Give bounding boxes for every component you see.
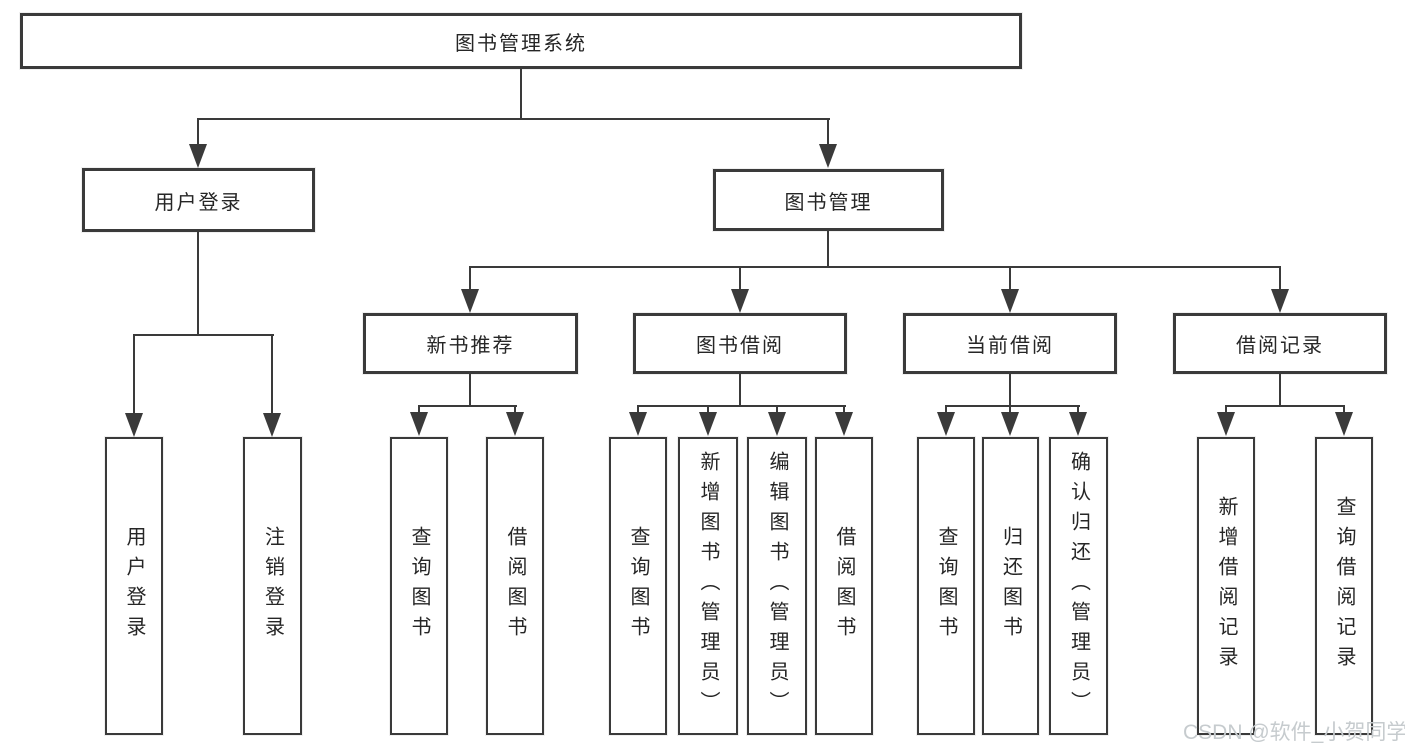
connector-line <box>1225 405 1345 407</box>
arrowhead-down-icon <box>768 412 786 436</box>
connector-line <box>1279 374 1281 407</box>
connector-line <box>776 407 778 415</box>
node-current-borrowing: 当前借阅 <box>903 313 1117 374</box>
connector-line <box>197 120 199 148</box>
node-borrowing-records-label: 借阅记录 <box>1236 335 1324 357</box>
arrowhead-down-icon <box>629 412 647 436</box>
leaf-query-books-recommend: 查询图书 <box>390 437 448 735</box>
connector-line <box>1279 268 1281 290</box>
leaf-query-books-current-label: 查询图书 <box>935 526 957 646</box>
arrowhead-down-icon <box>1001 289 1019 313</box>
connector-line <box>1225 407 1227 415</box>
connector-line <box>945 405 1080 407</box>
connector-line <box>1343 407 1345 415</box>
node-new-book-recommend: 新书推荐 <box>363 313 578 374</box>
arrowhead-down-icon <box>1001 412 1019 436</box>
leaf-borrow-books-label: 借阅图书 <box>833 526 855 646</box>
arrowhead-down-icon <box>937 412 955 436</box>
csdn-watermark: CSDN @软件_小贺同学 <box>1183 721 1405 744</box>
arrowhead-down-icon <box>410 412 428 436</box>
connector-line <box>1009 374 1011 407</box>
leaf-query-books-borrowing: 查询图书 <box>609 437 667 735</box>
leaf-query-borrow-record-label: 查询借阅记录 <box>1333 496 1355 676</box>
connector-line <box>739 268 741 290</box>
node-book-management-label: 图书管理 <box>784 191 873 214</box>
node-book-borrowing: 图书借阅 <box>633 313 847 374</box>
leaf-query-borrow-record: 查询借阅记录 <box>1315 437 1373 735</box>
leaf-add-borrow-record-label: 新增借阅记录 <box>1215 496 1237 676</box>
connector-line <box>739 374 741 407</box>
node-current-borrowing-label: 当前借阅 <box>966 335 1054 357</box>
node-new-book-recommend-label: 新书推荐 <box>426 335 515 357</box>
leaf-logout-label: 注销登录 <box>261 526 284 646</box>
arrowhead-down-icon <box>835 412 853 436</box>
leaf-add-books-admin-label: 新增图书（管理员） <box>697 451 719 721</box>
connector-line <box>637 405 846 407</box>
connector-line <box>1009 407 1011 415</box>
connector-line <box>1009 268 1011 290</box>
connector-line <box>945 407 947 415</box>
leaf-return-books-label: 归还图书 <box>999 526 1022 646</box>
arrowhead-down-icon <box>1217 412 1235 436</box>
leaf-query-books-current: 查询图书 <box>917 437 975 735</box>
leaf-logout: 注销登录 <box>243 437 302 735</box>
leaf-user-login: 用户登录 <box>105 437 163 735</box>
connector-line <box>707 407 709 415</box>
connector-line <box>197 118 830 120</box>
connector-line <box>133 334 274 336</box>
leaf-borrow-books-recommend-label: 借阅图书 <box>504 526 526 646</box>
leaf-confirm-return-admin: 确认归还（管理员） <box>1049 437 1108 735</box>
connector-line <box>1077 407 1079 415</box>
arrowhead-down-icon <box>189 144 207 168</box>
arrowhead-down-icon <box>819 144 837 168</box>
connector-line <box>133 336 135 416</box>
leaf-query-books-recommend-label: 查询图书 <box>408 526 430 646</box>
connector-line <box>827 231 829 268</box>
arrowhead-down-icon <box>699 412 717 436</box>
arrowhead-down-icon <box>731 289 749 313</box>
leaf-query-books-borrowing-label: 查询图书 <box>627 526 649 646</box>
leaf-edit-books-admin-label: 编辑图书（管理员） <box>766 451 788 721</box>
leaf-add-books-admin: 新增图书（管理员） <box>678 437 738 735</box>
leaf-add-borrow-record: 新增借阅记录 <box>1197 437 1255 735</box>
arrowhead-down-icon <box>1335 412 1353 436</box>
connector-line <box>271 336 273 416</box>
node-user-login-label: 用户登录 <box>154 191 243 214</box>
connector-line <box>469 268 471 290</box>
leaf-confirm-return-admin-label: 确认归还（管理员） <box>1067 451 1090 721</box>
arrowhead-down-icon <box>263 413 281 437</box>
node-book-borrowing-label: 图书借阅 <box>696 335 784 357</box>
node-user-login: 用户登录 <box>82 168 315 232</box>
leaf-borrow-books-recommend: 借阅图书 <box>486 437 544 735</box>
leaf-edit-books-admin: 编辑图书（管理员） <box>747 437 807 735</box>
arrowhead-down-icon <box>506 412 524 436</box>
connector-line <box>418 405 517 407</box>
node-root-label: 图书管理系统 <box>455 32 587 55</box>
connector-line <box>197 232 199 336</box>
connector-line <box>469 266 1281 268</box>
node-root: 图书管理系统 <box>20 13 1022 69</box>
arrowhead-down-icon <box>125 413 143 437</box>
leaf-user-login-label: 用户登录 <box>123 526 145 646</box>
arrowhead-down-icon <box>461 289 479 313</box>
arrowhead-down-icon <box>1271 289 1289 313</box>
leaf-borrow-books: 借阅图书 <box>815 437 873 735</box>
leaf-return-books: 归还图书 <box>982 437 1039 735</box>
connector-line <box>469 374 471 407</box>
connector-line <box>418 407 420 415</box>
arrowhead-down-icon <box>1069 412 1087 436</box>
connector-line <box>520 69 522 120</box>
connector-line <box>514 407 516 415</box>
connector-line <box>827 120 829 148</box>
node-borrowing-records: 借阅记录 <box>1173 313 1387 374</box>
node-book-management: 图书管理 <box>713 169 944 231</box>
connector-line <box>843 407 845 415</box>
connector-line <box>637 407 639 415</box>
